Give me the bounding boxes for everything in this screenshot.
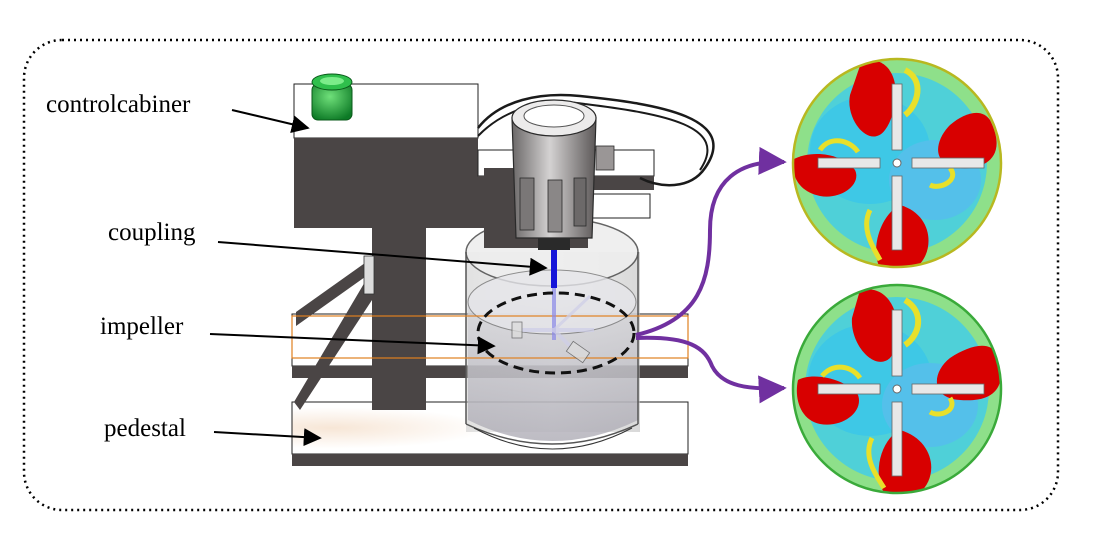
label-control-cabinet: controlcabiner (46, 91, 191, 118)
dotted-border (22, 38, 1060, 512)
cfd-plot-top (791, 57, 1003, 269)
arrow-pedestal (213, 428, 322, 447)
green-knob-icon (311, 73, 353, 121)
motor-icon (484, 99, 615, 250)
label-pedestal: pedestal (104, 415, 186, 442)
arrow-to-bottom-plot (635, 335, 787, 404)
arrow-to-top-plot (635, 146, 787, 337)
label-impeller: impeller (100, 313, 184, 340)
label-coupling: coupling (108, 219, 196, 246)
cfd-plot-bottom (791, 283, 1003, 495)
power-cable (477, 93, 715, 187)
arrow-impeller (209, 333, 496, 355)
arrow-control-cabinet (231, 109, 310, 134)
arrow-coupling (217, 241, 548, 276)
impeller (511, 294, 594, 364)
impeller-dashed-ring (476, 291, 636, 375)
coupling-shaft (551, 250, 557, 288)
